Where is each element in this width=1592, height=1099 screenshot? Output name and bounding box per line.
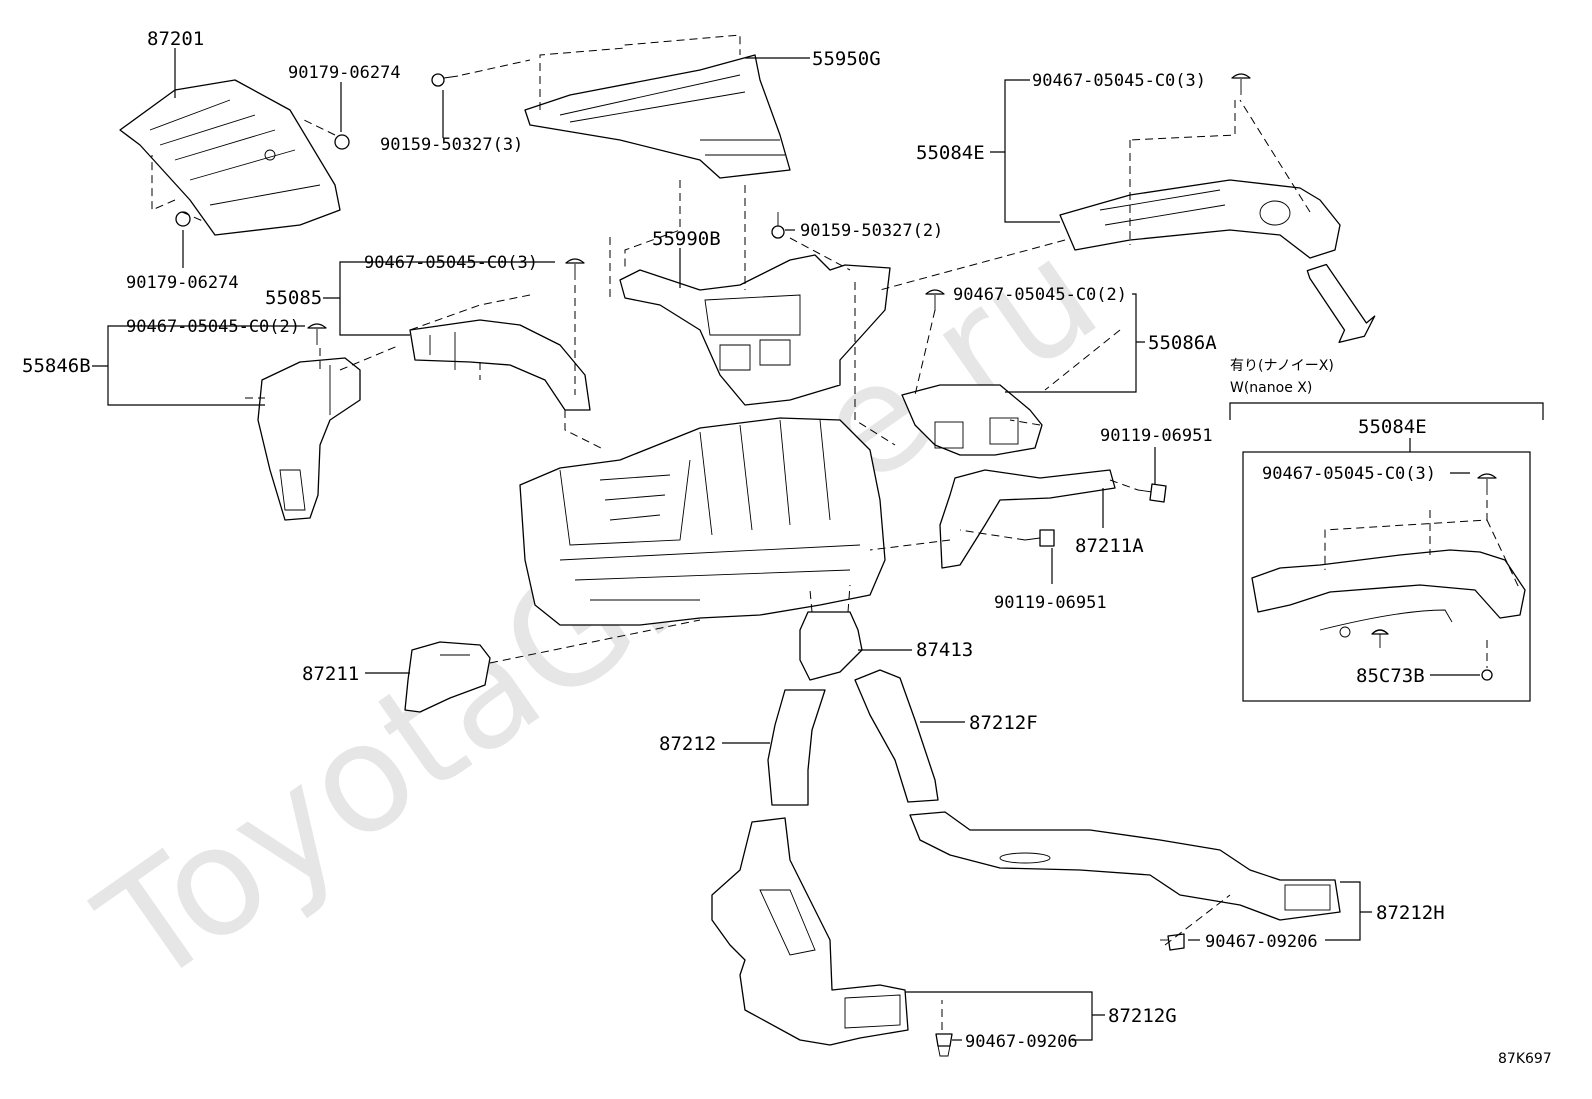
part-55085-shape [409,319,591,411]
part-87212H-shape [909,811,1341,921]
label-55085: 55085 [265,287,322,309]
nanoe-inset [1229,402,1544,702]
label-90467-05045-c0-2-left: 90467-05045-C0(2) [126,317,300,337]
part-55990B-shape [619,254,891,406]
direction-arrow [1306,263,1376,344]
part-87211-shape [404,641,491,713]
label-55846B: 55846B [22,355,91,377]
bolt-90119-bottom [1024,529,1055,547]
label-87211A: 87211A [1075,535,1144,557]
screw-90467-top-right [1231,73,1251,95]
label-87212H: 87212H [1376,902,1445,924]
screw-90159-bottom [771,212,785,239]
label-90467-09206-bottom: 90467-09206 [965,1032,1078,1052]
hvac-unit-shape [519,417,886,626]
label-90467-09206-right: 90467-09206 [1205,932,1318,952]
screw-90467-left [307,323,327,345]
part-55084E-top-shape [1059,179,1341,259]
label-90159-50327-2: 90159-50327(2) [800,221,943,241]
label-90467-05045-c0-3-top: 90467-05045-C0(3) [1032,71,1206,91]
label-90467-05045-c0-3-mid: 90467-05045-C0(3) [364,253,538,273]
part-87212-shape [767,689,826,806]
label-55990B: 55990B [652,228,721,250]
screw-90467-right [925,289,945,311]
clip-90179-top [334,134,350,150]
clip-90467-09206-right [1160,933,1185,951]
label-inset-55084E: 55084E [1358,416,1427,438]
diagram-code: 87K697 [1498,1051,1552,1067]
label-55950G: 55950G [812,48,881,70]
part-87212G-shape [711,817,909,1046]
part-55950G-shape [524,54,791,179]
part-87211A-shape [939,469,1116,569]
leader-lines [92,48,1372,1041]
label-87212: 87212 [659,733,716,755]
label-nanoe-jp: 有り(ナノイーX) [1230,358,1334,374]
screw-90467-mid [565,258,585,280]
label-inset-85C73B: 85C73B [1356,665,1425,687]
screw-90159-top [431,73,459,87]
part-55086A-shape [901,384,1043,456]
label-inset-90467: 90467-05045-C0(3) [1262,464,1436,484]
part-87212F-shape [854,669,939,803]
label-55086A: 55086A [1148,332,1217,354]
label-87212F: 87212F [969,712,1038,734]
part-55846B-shape [257,357,361,521]
part-87201-shape [119,79,341,236]
label-87212G: 87212G [1108,1005,1177,1027]
label-90119-06951-bottom: 90119-06951 [994,593,1107,613]
bolt-90119-top [1137,483,1167,503]
label-90159-50327-3: 90159-50327(3) [380,135,523,155]
label-nanoe-en: W(nanoe X) [1230,380,1312,396]
label-87201: 87201 [147,28,204,50]
label-90119-06951-top: 90119-06951 [1100,426,1213,446]
clip-90467-09206-bottom [935,1033,953,1057]
label-90467-05045-c0-2-right: 90467-05045-C0(2) [953,285,1127,305]
part-87413-shape [799,611,863,681]
label-55084E-top: 55084E [916,142,985,164]
label-90179-06274-bottom: 90179-06274 [126,273,239,293]
assembly-lines [151,34,1311,1030]
label-87413: 87413 [916,639,973,661]
label-90179-06274-top: 90179-06274 [288,63,401,83]
label-87211: 87211 [302,663,359,685]
